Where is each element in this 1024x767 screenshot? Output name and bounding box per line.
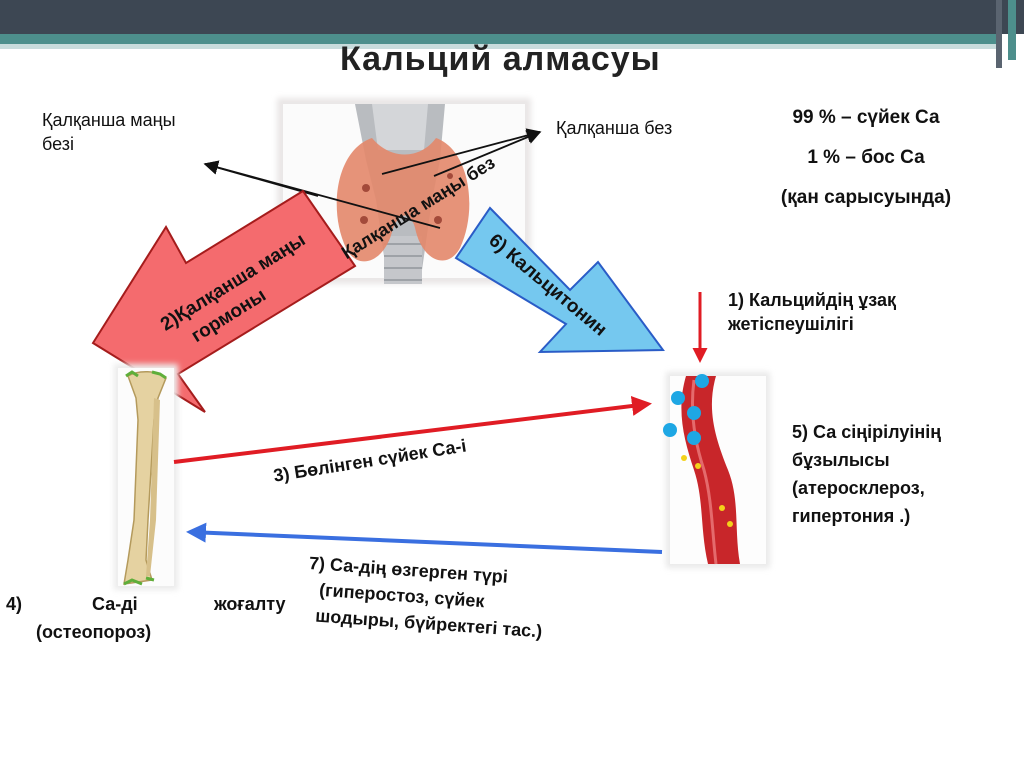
stat-free-calcium: 1 % – бос Са bbox=[807, 147, 925, 168]
deficiency-label-line1: 1) Кальцийдің ұзақ bbox=[728, 290, 896, 310]
fibula-bone bbox=[146, 398, 160, 576]
calcium-particle bbox=[671, 391, 685, 405]
absorption-label-line3: (атеросклероз, bbox=[792, 478, 925, 498]
parathyroid-hormone-arrow bbox=[91, 189, 357, 413]
banner-stripe-light bbox=[0, 44, 1000, 49]
absorption-label: 5) Са сіңірілуінің бұзылысы (атеросклеро… bbox=[792, 418, 941, 530]
parathyroid-nodule bbox=[362, 184, 370, 192]
vessel-illustration bbox=[663, 372, 770, 568]
altered-calcium-arrow bbox=[186, 522, 663, 554]
bone-cartilage-top bbox=[125, 370, 167, 380]
parathyroid-nodule bbox=[434, 216, 442, 224]
thyroid-lobes bbox=[336, 138, 470, 262]
parathyroid-label-line1: Қалқанша маңы bbox=[42, 110, 176, 130]
banner-stripe-teal bbox=[0, 34, 1000, 44]
calcitonin-arrow bbox=[454, 206, 665, 354]
loss-word-calcium: Са-ді bbox=[92, 594, 138, 614]
parathyroid-label: Қалқанша маңы безі bbox=[42, 108, 176, 156]
parathyroid-nodule bbox=[447, 173, 453, 179]
altered-calcium-label: 7) Са-дің өзгерген түрі (гиперостоз, сүй… bbox=[305, 550, 547, 644]
parathyroid-label-line2: безі bbox=[42, 134, 74, 154]
deposit-particle bbox=[695, 463, 701, 469]
released-calcium-arrow bbox=[173, 396, 652, 464]
calcium-particle bbox=[687, 406, 701, 420]
trachea-rings bbox=[384, 243, 422, 281]
osteoporosis-label: (остеопороз) bbox=[36, 622, 152, 642]
loss-number: 4) bbox=[6, 594, 23, 614]
calcium-particle bbox=[663, 423, 677, 437]
banner-edge-teal bbox=[1008, 0, 1016, 60]
pointer-arrow-thyroid-1 bbox=[381, 128, 542, 175]
bone-illustration bbox=[114, 364, 178, 590]
absorption-label-line2: бұзылысы bbox=[792, 450, 890, 470]
deficiency-label: 1) Кальцийдің ұзақ жетіспеушілігі bbox=[728, 288, 896, 336]
top-banner bbox=[0, 0, 1024, 68]
deposit-particle bbox=[681, 455, 687, 461]
deficiency-label-line2: жетіспеушілігі bbox=[728, 314, 854, 334]
parathyroid-nodule bbox=[360, 216, 368, 224]
stat-serum-note: (қан сарысуында) bbox=[780, 187, 952, 208]
banner-edge-dark bbox=[996, 0, 1002, 68]
loss-word-loss: жоғалту bbox=[214, 594, 286, 614]
absorption-label-line1: 5) Са сіңірілуінің bbox=[792, 422, 942, 442]
blood-vessel bbox=[681, 376, 740, 564]
calcium-distribution: 99 % – сүйек Са 1 % – бос Са (қан сарысу… bbox=[726, 98, 1006, 218]
calcium-particle bbox=[695, 374, 709, 388]
thyroid-label: Қалқанша без bbox=[556, 118, 673, 138]
stat-bone-calcium: 99 % – сүйек Са bbox=[792, 107, 940, 128]
pointer-arrow-parathyroid-2 bbox=[203, 160, 441, 229]
bone-cartilage-bottom bbox=[123, 576, 155, 586]
larynx-highlight bbox=[372, 104, 428, 150]
pointer-arrow-thyroid-2 bbox=[433, 130, 542, 177]
deposit-particle bbox=[727, 521, 733, 527]
calcium-particle bbox=[687, 431, 701, 445]
deposit-particle bbox=[719, 505, 725, 511]
page-title: Кальций алмасуы bbox=[340, 40, 661, 78]
tibia-bone bbox=[123, 371, 167, 585]
absorption-label-line4: гипертония .) bbox=[792, 506, 911, 526]
